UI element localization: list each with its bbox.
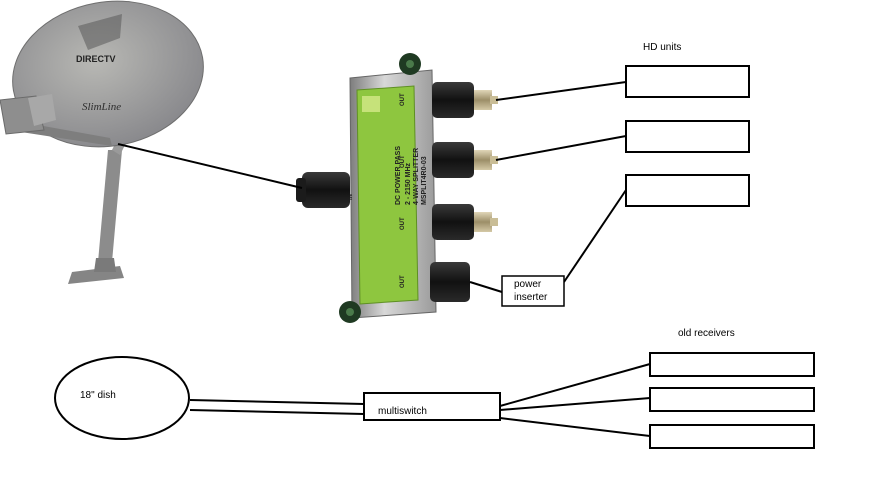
old-receiver-box-2 bbox=[649, 387, 815, 412]
splitter-label bbox=[356, 85, 419, 305]
eighteen-inch-dish-ellipse bbox=[54, 356, 190, 440]
dish-mast bbox=[98, 150, 122, 262]
multiswitch-label: multiswitch bbox=[378, 406, 427, 417]
splitter-text-3: 4-WAY SPLITTER bbox=[413, 148, 420, 205]
out-label-3: OUT bbox=[400, 217, 406, 230]
satellite-dish: DIRECTV SlimLine bbox=[0, 0, 204, 284]
output-connector-4 bbox=[430, 262, 470, 302]
old-receiver-box-1 bbox=[649, 352, 815, 377]
old-receivers-label: old receivers bbox=[678, 328, 735, 339]
dish-to-splitter-cable bbox=[117, 143, 303, 189]
lnb-head bbox=[28, 94, 56, 126]
bottom-cables bbox=[189, 363, 651, 437]
multiswitch-box bbox=[363, 392, 501, 421]
output-connector-2 bbox=[432, 142, 498, 178]
out-label-2: OUT bbox=[400, 155, 406, 168]
dish-to-multiswitch-cable-2 bbox=[189, 409, 365, 415]
hd-units-label: HD units bbox=[643, 42, 681, 53]
directv-logo-icon bbox=[78, 14, 122, 50]
four-way-splitter: DC POWER PASS 2 - 2150 MHz 4-WAY SPLITTE… bbox=[296, 53, 498, 323]
dish-to-multiswitch-cable-1 bbox=[189, 399, 365, 405]
splitter-text-2: 2 - 2150 MHz bbox=[405, 162, 412, 205]
multiswitch-to-receiver-3 bbox=[499, 417, 651, 437]
old-receiver-box-3 bbox=[649, 424, 815, 449]
power-inserter-label-2: inserter bbox=[514, 292, 548, 303]
top-cables bbox=[117, 81, 627, 293]
out-label-1: OUT bbox=[400, 93, 406, 106]
output-connector-3 bbox=[432, 204, 498, 240]
out-label-4: OUT bbox=[400, 275, 406, 288]
input-connector bbox=[296, 172, 350, 208]
cable-to-hd-unit-1 bbox=[495, 81, 627, 101]
multiswitch-to-receiver-2 bbox=[499, 397, 651, 411]
power-inserter-label-1: power bbox=[514, 279, 542, 290]
splitter-text-4: MSPLIT4R0-03 bbox=[421, 156, 428, 205]
hd-unit-box-1 bbox=[625, 65, 750, 98]
cable-to-hd-unit-2 bbox=[495, 135, 627, 161]
cable-inserter-to-hd-unit-3 bbox=[563, 189, 627, 283]
cable-to-power-inserter bbox=[469, 281, 503, 293]
output-connector-1 bbox=[432, 82, 498, 118]
splitter-text-1: DC POWER PASS bbox=[395, 146, 402, 205]
eighteen-inch-dish-label: 18" dish bbox=[80, 390, 116, 401]
hd-unit-box-3 bbox=[625, 174, 750, 207]
hd-unit-box-2 bbox=[625, 120, 750, 153]
dish-brand-text: DIRECTV bbox=[76, 54, 116, 64]
power-inserter-box bbox=[501, 275, 565, 307]
splitter-in-port-label: IN bbox=[348, 194, 354, 200]
dish-model-text: SlimLine bbox=[82, 101, 121, 113]
multiswitch-to-receiver-1 bbox=[499, 363, 651, 407]
